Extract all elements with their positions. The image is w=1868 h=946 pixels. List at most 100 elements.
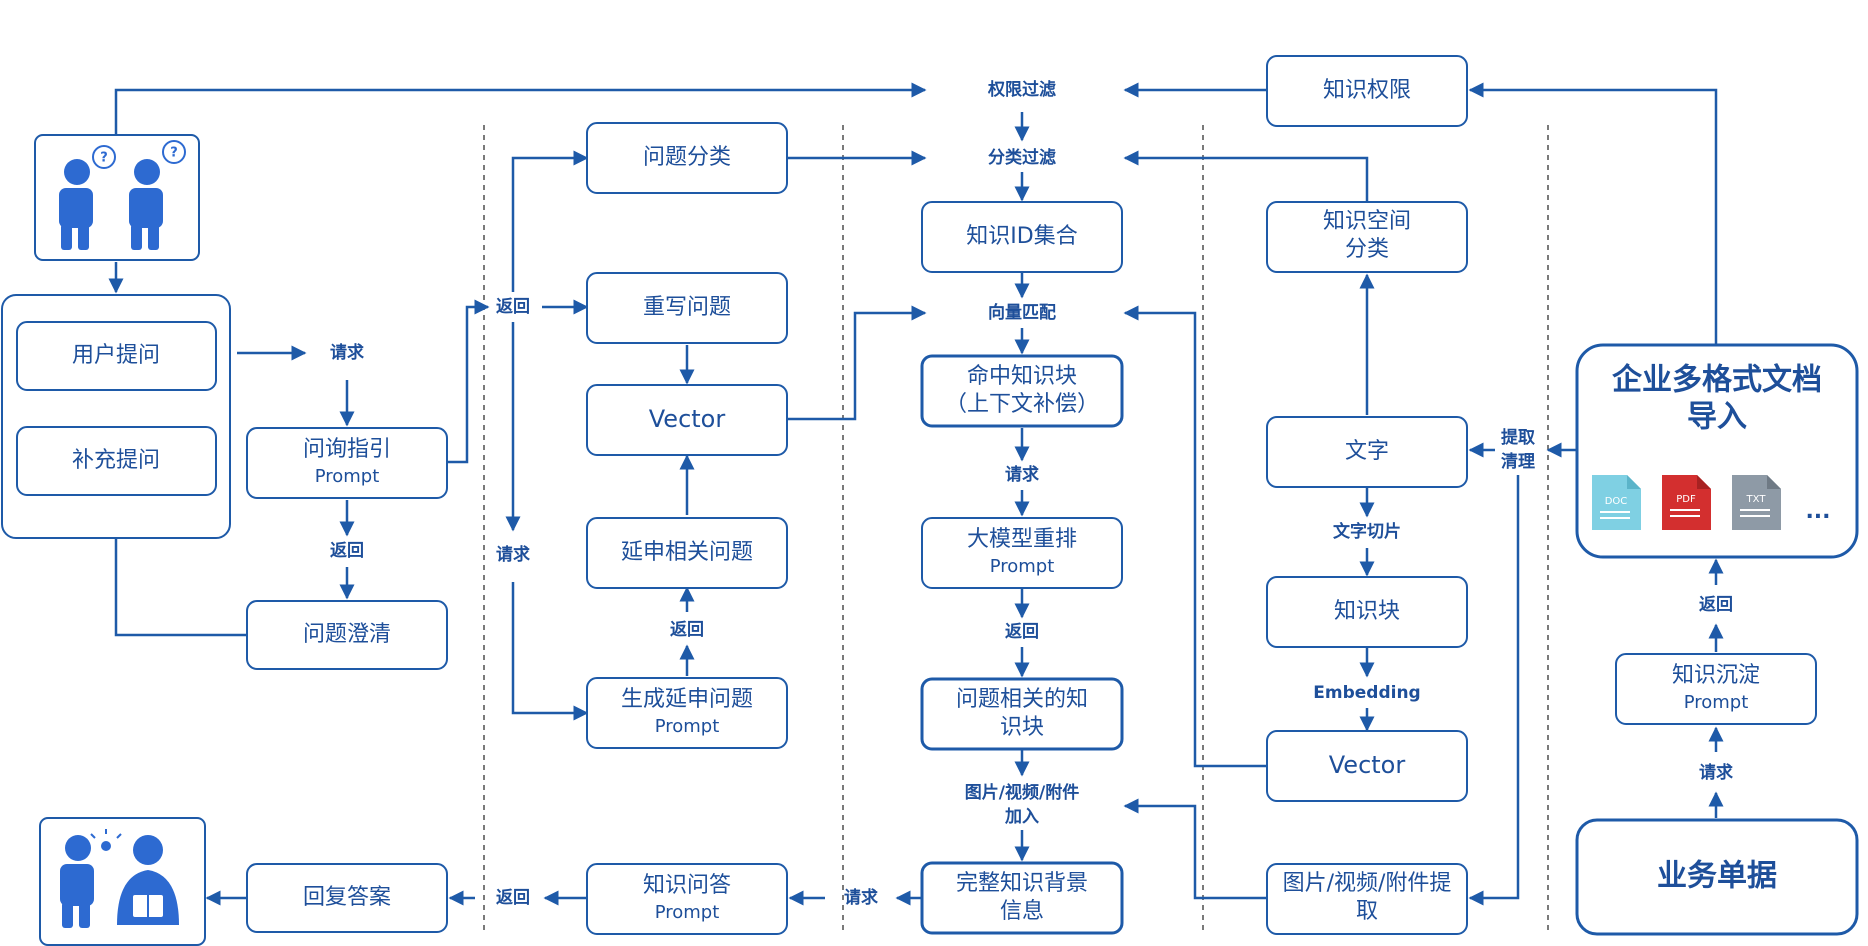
txt-file-icon: TXT bbox=[1732, 475, 1781, 530]
permission-filter-label: 权限过滤 bbox=[987, 79, 1056, 100]
category-filter-label: 分类过滤 bbox=[988, 147, 1056, 168]
edge bbox=[1123, 305, 1267, 768]
knowledge-id-set-label: 知识ID集合 bbox=[966, 224, 1077, 249]
generate-extend-label: 生成延申问题 bbox=[621, 687, 753, 712]
embedding-label: Embedding bbox=[1313, 683, 1420, 703]
edge bbox=[511, 150, 589, 292]
rewrite-node[interactable]: 重写问题 bbox=[586, 272, 788, 344]
doc-label: DOC bbox=[1605, 496, 1628, 507]
extend-related-node[interactable]: 延申相关问题 bbox=[586, 517, 788, 589]
full-context-node[interactable]: 完整知识背景 信息 bbox=[920, 861, 1124, 935]
knowledge-permission-label: 知识权限 bbox=[1323, 78, 1411, 103]
text-split-label: 文字切片 bbox=[1333, 521, 1401, 542]
enterprise-docs-label: 企业多格式文档 bbox=[1612, 363, 1822, 398]
pdf-file-icon: PDF bbox=[1662, 475, 1711, 530]
media-add-label: 加入 bbox=[1004, 807, 1039, 827]
rewrite-label: 重写问题 bbox=[643, 295, 731, 320]
media-add-label: 图片/视频/附件 bbox=[965, 782, 1079, 803]
reply-node[interactable]: 回复答案 bbox=[246, 863, 448, 933]
pdf-label: PDF bbox=[1676, 494, 1696, 505]
edge bbox=[1468, 475, 1520, 906]
knowledge-permission-node[interactable]: 知识权限 bbox=[1266, 55, 1468, 127]
media-extract-label: 取 bbox=[1356, 899, 1378, 924]
rerank-node[interactable]: 大模型重排 Prompt bbox=[921, 517, 1123, 589]
media-extract-node[interactable]: 图片/视频/附件提 取 bbox=[1266, 863, 1468, 935]
return-label: 返回 bbox=[496, 888, 530, 908]
prompt-label: Prompt bbox=[315, 466, 380, 487]
prompt-label: Prompt bbox=[990, 556, 1055, 577]
svg-text:?: ? bbox=[170, 146, 178, 161]
return-label: 返回 bbox=[1005, 622, 1039, 642]
return-label: 返回 bbox=[330, 541, 364, 561]
vector-node[interactable]: Vector bbox=[1266, 730, 1468, 802]
related-block-node[interactable]: 问题相关的知 识块 bbox=[920, 677, 1124, 751]
ellipsis-label: ... bbox=[1805, 499, 1830, 524]
prompt-label: Prompt bbox=[655, 902, 720, 923]
knowledge-id-set-node[interactable]: 知识ID集合 bbox=[921, 201, 1123, 273]
enterprise-docs-node[interactable]: 企业多格式文档 导入 DOC PDF TXT ... bbox=[1575, 343, 1859, 559]
prompt-label: Prompt bbox=[1684, 692, 1749, 713]
knowledge-space-node[interactable]: 知识空间 分类 bbox=[1266, 201, 1468, 273]
svg-text:?: ? bbox=[100, 151, 108, 166]
media-extract-label: 图片/视频/附件提 bbox=[1283, 871, 1452, 896]
return-label: 返回 bbox=[670, 620, 704, 640]
supplement-question-label: 补充提问 bbox=[72, 448, 160, 473]
supplement-question-node[interactable]: 补充提问 bbox=[16, 426, 217, 496]
kqa-label: 知识问答 bbox=[643, 873, 731, 898]
edge bbox=[1123, 798, 1267, 900]
hit-block-node[interactable]: 命中知识块 （上下文补偿） bbox=[920, 354, 1124, 428]
vector-node[interactable]: Vector bbox=[586, 384, 788, 456]
full-context-label: 完整知识背景 bbox=[956, 871, 1088, 896]
request-label: 请求 bbox=[1005, 464, 1039, 485]
reply-label: 回复答案 bbox=[303, 885, 391, 910]
related-block-label: 识块 bbox=[1000, 715, 1044, 740]
edge bbox=[787, 305, 927, 421]
edge bbox=[1123, 150, 1369, 203]
return-label: 返回 bbox=[1699, 595, 1733, 615]
edge bbox=[511, 582, 589, 721]
clarify-node[interactable]: 问题澄清 bbox=[246, 600, 448, 670]
vector-match-label: 向量匹配 bbox=[988, 302, 1056, 323]
vector-label: Vector bbox=[1329, 751, 1406, 779]
edge bbox=[108, 498, 247, 637]
inquiry-guide-node[interactable]: 问询指引 Prompt bbox=[246, 427, 448, 499]
request-label: 请求 bbox=[496, 544, 530, 565]
inquiry-guide-label: 问询指引 bbox=[303, 437, 391, 462]
request-label: 请求 bbox=[330, 342, 364, 363]
extract-label: 提取 bbox=[1501, 428, 1535, 448]
knowledge-deposit-node[interactable]: 知识沉淀 Prompt bbox=[1615, 653, 1817, 725]
generate-extend-node[interactable]: 生成延申问题 Prompt bbox=[586, 677, 788, 749]
full-context-label: 信息 bbox=[1000, 899, 1044, 924]
knowledge-deposit-label: 知识沉淀 bbox=[1672, 663, 1760, 688]
text-node[interactable]: 文字 bbox=[1266, 416, 1468, 488]
txt-label: TXT bbox=[1746, 494, 1767, 505]
edge bbox=[1468, 82, 1718, 345]
hit-block-label: 命中知识块 bbox=[967, 364, 1077, 389]
business-docs-node[interactable]: 业务单据 bbox=[1575, 818, 1859, 936]
edge bbox=[114, 82, 927, 135]
knowledge-block-node[interactable]: 知识块 bbox=[1266, 576, 1468, 648]
clarify-label: 问题澄清 bbox=[303, 622, 391, 647]
user-question-label: 用户提问 bbox=[72, 343, 160, 368]
business-docs-label: 业务单据 bbox=[1657, 859, 1777, 894]
request-label: 请求 bbox=[844, 887, 878, 908]
extract-label: 清理 bbox=[1501, 451, 1535, 472]
kqa-node[interactable]: 知识问答 Prompt bbox=[586, 863, 788, 935]
doc-file-icon: DOC bbox=[1592, 475, 1641, 530]
question-classify-label: 问题分类 bbox=[643, 145, 731, 170]
edges bbox=[108, 82, 1724, 906]
return-label: 返回 bbox=[496, 297, 530, 317]
knowledge-block-label: 知识块 bbox=[1334, 599, 1400, 624]
related-block-label: 问题相关的知 bbox=[956, 687, 1088, 712]
request-label: 请求 bbox=[1699, 762, 1733, 783]
vector-label: Vector bbox=[649, 405, 726, 433]
text-label: 文字 bbox=[1345, 439, 1389, 464]
asking-people-icon: ? ? bbox=[34, 134, 200, 261]
user-question-node[interactable]: 用户提问 bbox=[16, 321, 217, 391]
question-classify-node[interactable]: 问题分类 bbox=[586, 122, 788, 194]
rerank-label: 大模型重排 bbox=[967, 527, 1077, 552]
prompt-label: Prompt bbox=[655, 716, 720, 737]
answer-people-icon bbox=[39, 817, 206, 946]
enterprise-docs-label: 导入 bbox=[1687, 400, 1747, 435]
